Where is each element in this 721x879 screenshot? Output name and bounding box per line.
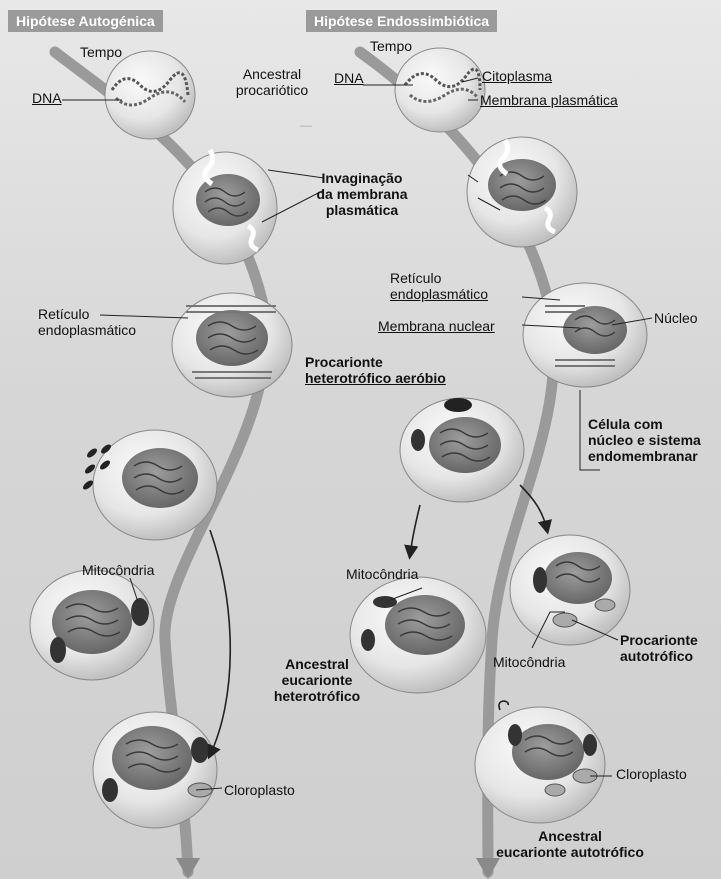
- right-branch-arrow-down: [499, 701, 508, 710]
- right-membrana-plasmatica-label: Membrana plasmática: [480, 92, 618, 108]
- right-celula-com-label: Célula com núcleo e sistema endomembrana…: [588, 416, 701, 464]
- left-mitocondria-label: Mitocôndria: [82, 562, 154, 578]
- left-cell-chloroplast: [93, 712, 217, 828]
- left-dna-label: DNA: [32, 90, 62, 106]
- left-cell-engulf: [81, 430, 217, 540]
- right-cloroplasto-label: Cloroplasto: [616, 766, 687, 782]
- right-mitocondria-bottom-label: Mitocôndria: [493, 654, 565, 670]
- left-time-arrow-head: [176, 858, 200, 879]
- right-procarionte-autotrofico: Procarionte autotrófico: [620, 632, 698, 664]
- right-membrana-nuclear-label: Membrana nuclear: [378, 318, 495, 334]
- right-nucleo-label: Núcleo: [654, 310, 698, 326]
- left-cell-mitochondria: [30, 570, 154, 680]
- left-cell-prokaryote: [105, 51, 195, 139]
- left-cell-er: [172, 293, 292, 397]
- left-cloroplasto-label: Cloroplasto: [224, 782, 295, 798]
- left-invaginacao-label: Invaginação da membrana plasmática: [314, 170, 410, 218]
- right-tempo-label: Tempo: [370, 38, 412, 54]
- right-cell-prokaryote: [395, 48, 485, 132]
- right-ancestral-autotrofico: Ancestral eucarionte autotrófico: [470, 828, 670, 860]
- left-ancestral-procariotico: Ancestral procariótico: [222, 66, 322, 98]
- right-dna-label: DNA: [334, 70, 364, 86]
- left-black-arrow: [210, 530, 230, 755]
- right-procarionte-aerobio: Procarionte heterotrófico aeróbio: [305, 354, 446, 386]
- right-branch-arrow-left: [410, 505, 420, 555]
- right-cell-invagination: [467, 137, 577, 247]
- right-citoplasma-label: Citoplasma: [482, 68, 552, 84]
- right-reticulo-label: Retículo endoplasmático: [390, 270, 488, 302]
- right-time-arrow-head: [476, 858, 500, 879]
- right-mitocondria-top-label: Mitocôndria: [346, 566, 418, 582]
- right-cell-engulf-aerobe: [400, 398, 524, 502]
- left-tempo-label: Tempo: [80, 44, 122, 60]
- left-ancestral-heterotrofico: Ancestral eucarionte heterotrófico: [262, 656, 372, 704]
- right-cell-ancestral-autotroph: [475, 707, 605, 823]
- left-reticulo-label: Retículo endoplasmático: [38, 306, 136, 338]
- right-cell-engulf-autotroph: [510, 535, 630, 645]
